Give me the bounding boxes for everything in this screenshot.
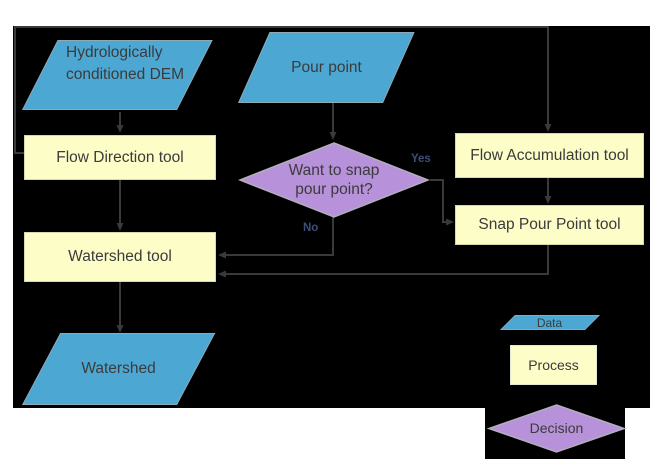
node-label: Watershed: [81, 360, 156, 377]
legend-label-process: Process: [528, 357, 579, 373]
node-watershed: Watershed: [22, 333, 216, 405]
node-label: Snap Pour Point tool: [478, 216, 621, 233]
node-label: Hydrologically conditioned DEM: [66, 44, 185, 83]
node-snap-decision-shape: [238, 142, 430, 218]
node-label: Flow Accumulation tool: [470, 146, 629, 164]
node-label: Watershed tool: [68, 248, 172, 265]
legend-label-data: Data: [536, 315, 563, 330]
legend-item-process: Process: [510, 345, 597, 385]
node-snap-pour-point-tool: Snap Pour Point tool: [455, 205, 644, 245]
node-label: Flow Direction tool: [56, 148, 184, 166]
node-hydrologically-conditioned-dem: Hydrologically conditioned DEM: [22, 40, 213, 110]
legend-item-decision-shape: [487, 404, 626, 453]
node-watershed-tool: Watershed tool: [24, 232, 216, 282]
legend-label-decision: Decision: [529, 420, 584, 436]
edge-label-yes: Yes: [411, 153, 431, 165]
edge-label-no: No: [303, 222, 319, 234]
node-flow-direction-tool: Flow Direction tool: [24, 135, 216, 180]
node-label: Want to snap pour point?: [288, 162, 380, 198]
legend-item-data: Data: [500, 315, 600, 330]
node-flow-accumulation-tool: Flow Accumulation tool: [455, 133, 644, 178]
node-label: Pour point: [291, 58, 362, 76]
node-pour-point: Pour point: [238, 32, 415, 103]
node-snap-decision-label: Want to snap pour point?: [238, 142, 430, 218]
